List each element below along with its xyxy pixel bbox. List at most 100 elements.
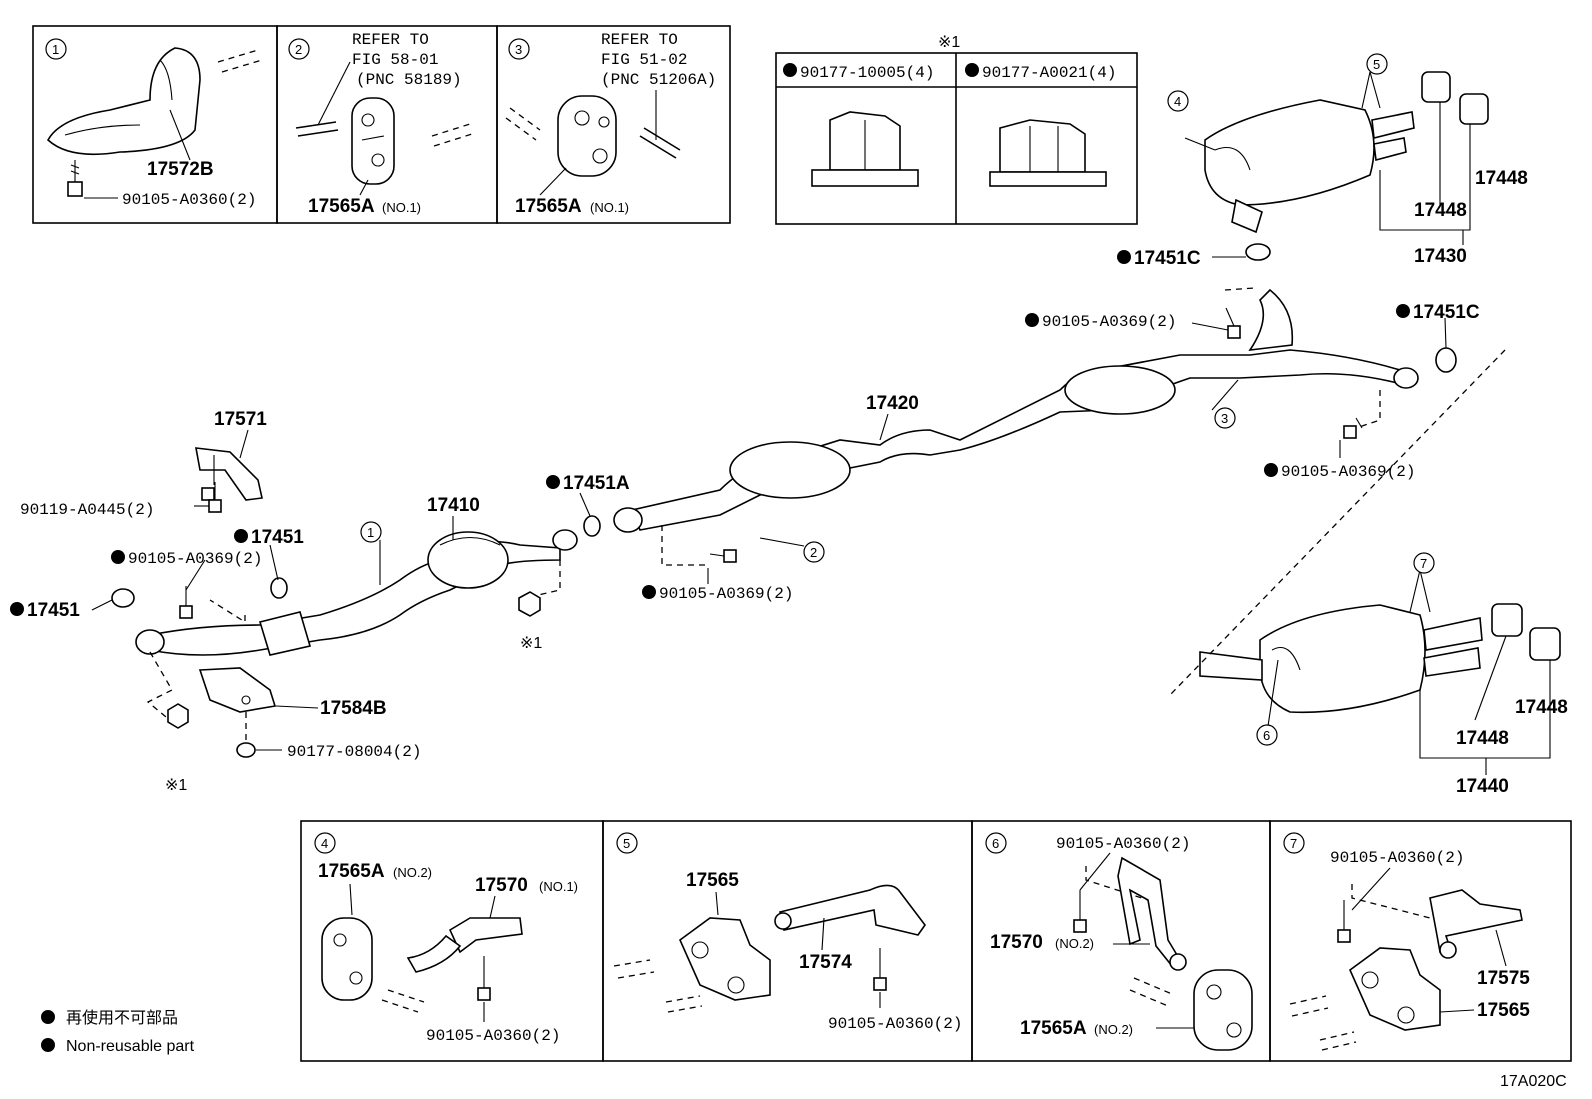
label-90177-08004: 90177-08004(2): [287, 743, 421, 761]
bolt-icon: [477, 956, 491, 1001]
inset-6-part-b: 17565A: [1020, 1018, 1087, 1039]
inset-5-part-a: 17565: [686, 870, 739, 891]
label-90105-left: 90105-A0369(2): [128, 550, 262, 568]
rubber-hanger-icon: [557, 95, 617, 177]
inset-2-number: 2: [295, 42, 302, 57]
inset-7-part-a: 17575: [1477, 968, 1530, 989]
label-17451-left: 17451: [27, 600, 80, 621]
gaskets: [111, 243, 1457, 608]
num-circle-5: 5: [1373, 57, 1380, 72]
inset-6-qual-b: (NO.2): [1094, 1022, 1133, 1037]
flange-nut-icon: [811, 111, 919, 187]
inset-2-part: 17565A: [308, 196, 375, 217]
nut-icon: [236, 742, 256, 758]
inset-4-qual-a: (NO.2): [393, 865, 432, 880]
label-90105-rlow: 90105-A0369(2): [1281, 463, 1415, 481]
num-circle-2: 2: [810, 545, 817, 560]
bolt-icon: [1337, 900, 1351, 943]
center-pipe: [613, 288, 1419, 533]
inset-5-part-b: 17574: [799, 952, 852, 973]
label-17440: 17440: [1456, 776, 1509, 797]
legend-jp: 再使用不可部品: [66, 1009, 178, 1027]
num-circle-1: 1: [367, 525, 374, 540]
label-17430: 17430: [1414, 246, 1467, 267]
hanger-bracket-icon: [1117, 856, 1187, 971]
bolt-icon: [1343, 417, 1363, 439]
inset-6-qual-a: (NO.2): [1055, 936, 1094, 951]
inset-6-bolt: 90105-A0360(2): [1056, 835, 1190, 853]
inset-6: 6 90105-A0360(2) 17570 (NO.2) 17565A (NO…: [971, 820, 1271, 1062]
nut-box-right-part: 90177-A0021(4): [982, 64, 1116, 82]
inset-6-number: 6: [992, 836, 999, 851]
num-circle-7: 7: [1420, 556, 1427, 571]
front-pipe: [135, 529, 578, 656]
inset-6-part-a: 17570: [990, 932, 1043, 953]
rubber-hanger-icon: [1349, 947, 1441, 1031]
diagram-code: 17A020C: [1500, 1073, 1567, 1090]
num-circle-3: 3: [1221, 411, 1228, 426]
inset-7: 7 90105-A0360(2) 17575 17565: [1269, 820, 1572, 1062]
label-17451C-b: 17451C: [1413, 302, 1480, 323]
inset-3-number: 3: [515, 42, 522, 57]
label-17571: 17571: [214, 409, 267, 430]
hanger-rod-icon: [1429, 889, 1523, 959]
rubber-hanger-icon: [1193, 969, 1253, 1051]
inset-1-number: 1: [52, 42, 59, 57]
bolt-icon: [1225, 307, 1241, 339]
label-90105-mid: 90105-A0369(2): [659, 585, 793, 603]
nut-box-mark: ※1: [938, 34, 960, 51]
bracket-17571: [195, 447, 263, 501]
note-mark-a: ※1: [520, 635, 542, 652]
inset-2-refer2: FIG 58-01: [352, 51, 438, 69]
label-17410: 17410: [427, 495, 480, 516]
rubber-hanger-icon: [679, 917, 771, 1001]
label-17451-top: 17451: [251, 527, 304, 548]
inset-3: 3 REFER TO FIG 51-02 (PNC 51206A) 17565A…: [496, 25, 731, 224]
label-17451A: 17451A: [563, 473, 630, 494]
insulator-17584B: [198, 667, 277, 713]
bolt-icon: [873, 948, 887, 991]
nut-icon: [518, 591, 541, 617]
inset-7-number: 7: [1290, 836, 1297, 851]
hanger-bracket-icon: [406, 917, 523, 973]
label-17448-a: 17448: [1475, 168, 1528, 189]
dashed-leaders: [146, 287, 1506, 740]
bolt-icon: [67, 160, 83, 197]
num-circle-4: 4: [1174, 94, 1181, 109]
inset-7-part-b: 17565: [1477, 1000, 1530, 1021]
inset-5-number: 5: [623, 836, 630, 851]
nut-icon: [167, 703, 189, 729]
inset-7-bolt: 90105-A0360(2): [1330, 849, 1464, 867]
nut-box-left-part: 90177-10005(4): [800, 64, 934, 82]
bolt-icon: [1073, 890, 1087, 933]
inset-2-refer1: REFER TO: [352, 31, 429, 49]
inset-4-qual-b: (NO.1): [539, 879, 578, 894]
bolt-icon: [709, 549, 737, 563]
note-mark-b: ※1: [165, 777, 187, 794]
inset-4-number: 4: [321, 836, 328, 851]
muffler-17440: [1199, 603, 1561, 714]
inset-2-qual: (NO.1): [382, 200, 421, 215]
inset-5-bolt: 90105-A0360(2): [828, 1015, 962, 1033]
bolt-icons: [167, 307, 1363, 758]
inset-3-refer2: FIG 51-02: [601, 51, 687, 69]
inset-2: 2 REFER TO FIG 58-01 (PNC 58189) 17565A …: [276, 25, 498, 224]
inset-2-refer3: (PNC 58189): [356, 71, 462, 89]
inset-3-refer1: REFER TO: [601, 31, 678, 49]
label-17451C-a: 17451C: [1134, 248, 1201, 269]
leader-lines: [91, 71, 1551, 775]
label-17448-d: 17448: [1456, 728, 1509, 749]
inset-3-refer3: (PNC 51206A): [601, 71, 716, 89]
label-17448-b: 17448: [1414, 200, 1467, 221]
inset-5: 5 17565 17574 90105-A0360(2): [602, 820, 973, 1062]
callout-labels: 17571 90119-A0445(2) 17451 90105-A0369(2…: [10, 168, 1568, 797]
num-circle-6: 6: [1263, 728, 1270, 743]
legend-en: Non-reusable part: [66, 1038, 195, 1055]
muffler-17430: [1204, 71, 1489, 234]
inset-1: 1 17572B 90105-A0360(2): [32, 25, 278, 224]
inset-1-part: 17572B: [147, 159, 214, 180]
inset-4-part-b: 17570: [475, 875, 528, 896]
inset-3-part: 17565A: [515, 196, 582, 217]
inset-4: 4 17565A (NO.2) 17570 (NO.1) 90105-A0360…: [300, 820, 604, 1062]
